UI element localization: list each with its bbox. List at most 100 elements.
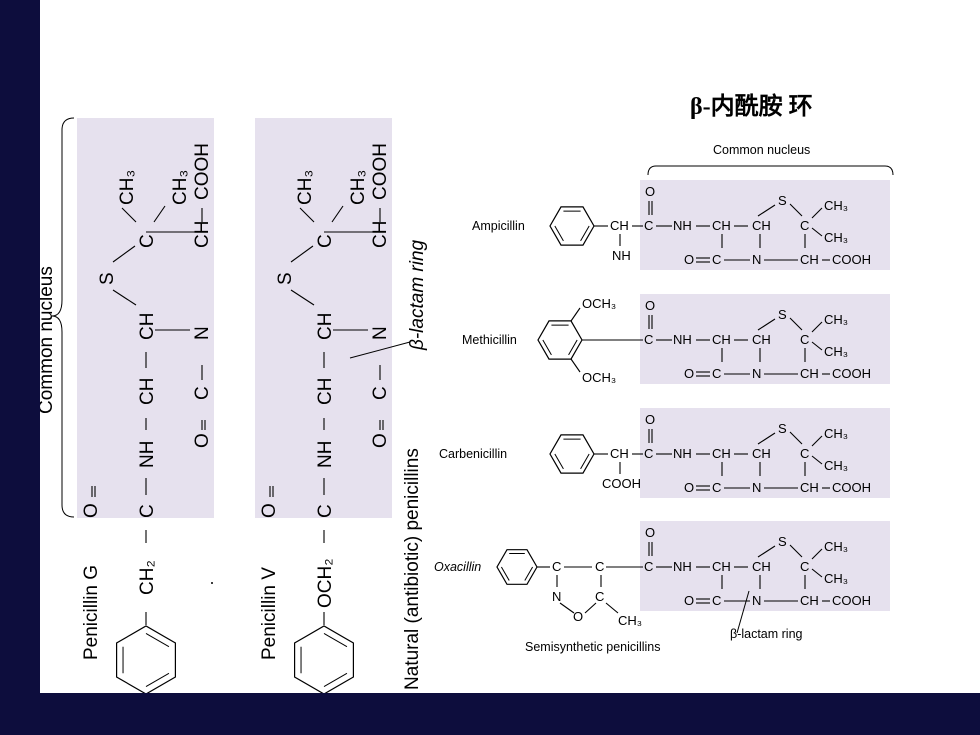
ch-s-bond <box>757 432 776 445</box>
carbenicillin-phenyl-ring <box>549 434 595 474</box>
s-c-bond <box>789 317 803 331</box>
amide-c: C <box>315 504 336 518</box>
amide-c: C <box>644 446 653 461</box>
amide-nh: NH <box>673 218 692 233</box>
sulfur: S <box>778 307 787 322</box>
penicillin_g-benzene-ring <box>115 625 176 693</box>
s-atom: S <box>97 272 118 285</box>
lactam-n: N <box>370 326 391 340</box>
methyl-b: CH₃ <box>170 170 191 205</box>
och3-bottom-bond <box>570 358 581 373</box>
lactam-o: O <box>684 480 694 495</box>
carbenicillin-name: Carbenicillin <box>439 447 507 461</box>
isoxazole-c4: C <box>595 559 604 574</box>
c-ch3a-bond <box>811 321 823 333</box>
nucleus-box-1 <box>640 294 890 384</box>
penicillin_g-benzene-ring-double-bond-2 <box>145 633 170 648</box>
penicillin_g-name: Penicillin G <box>81 565 102 660</box>
carboxyl: COOH <box>192 143 213 200</box>
c5-ch3-bond <box>605 602 619 614</box>
c-ch3b-bond <box>811 568 823 578</box>
ch-s-bond <box>290 289 315 306</box>
ch-s-bond <box>757 318 776 331</box>
beta-ch: CH <box>752 559 771 574</box>
c-ch3a-bond <box>811 207 823 219</box>
methoxy-top: OCH₃ <box>582 296 616 311</box>
methicillin-phenyl-ring-double-bond-1 <box>542 339 552 356</box>
c-ch3a-bond <box>811 548 823 560</box>
carboxyl: COOH <box>832 593 871 608</box>
quaternary-c: C <box>137 234 158 248</box>
natural-penicillins-label: Natural (antibiotic) penicillins <box>402 448 423 690</box>
lactam-n: N <box>752 593 761 608</box>
methyl-a: CH₃ <box>824 426 848 441</box>
ring-pointer <box>736 590 750 634</box>
acid-ch: CH <box>800 366 819 381</box>
ch-s-bond <box>112 289 137 306</box>
beta-ch: CH <box>315 313 336 340</box>
ampicillin-phenyl-ring-ring <box>549 206 595 246</box>
methyl-b: CH₃ <box>824 344 848 359</box>
ch-s-bond <box>757 204 776 217</box>
lactam-c: C <box>712 480 721 495</box>
alpha-ch: CH <box>712 332 731 347</box>
oxacillin-name: Oxacillin <box>434 560 481 574</box>
beta-ch: CH <box>752 446 771 461</box>
semisynthetic-label: Semisynthetic penicillins <box>525 640 660 654</box>
methicillin-phenyl-ring-double-bond-0 <box>568 339 578 356</box>
isoxazole-o: O <box>573 609 583 624</box>
carbonyl-o: O <box>645 412 655 427</box>
carbonyl-o: O <box>645 184 655 199</box>
s-c-bond <box>290 245 314 263</box>
alpha-ch: CH <box>315 378 336 405</box>
lactam-o: O <box>370 433 391 448</box>
carboxyl: COOH <box>832 252 871 267</box>
c-ch3a-bond <box>121 207 137 223</box>
alpha-ch: CH <box>712 218 731 233</box>
amide-nh: NH <box>315 441 336 468</box>
common-nucleus-label: Common nucleus <box>713 143 810 157</box>
beta-ch: CH <box>752 218 771 233</box>
beta-lactam-ring-label: β-lactam ring <box>730 627 803 641</box>
stray-dot <box>211 582 213 584</box>
lactam-n: N <box>192 326 213 340</box>
methyl-b: CH₃ <box>824 458 848 473</box>
acid-ch: CH <box>370 221 391 248</box>
carbonyl-o: O <box>81 503 102 518</box>
oxacillin-phenyl-ring-ring <box>496 549 538 585</box>
lactam-o: O <box>684 252 694 267</box>
s-c-bond <box>789 203 803 217</box>
penicillin_v-benzene-ring-double-bond-2 <box>323 633 348 648</box>
carbenicillin-substituent: COOH <box>602 476 641 491</box>
c-ch3a-bond <box>299 207 315 223</box>
s-c-bond <box>789 544 803 558</box>
lactam-n: N <box>752 366 761 381</box>
common-nucleus-bracket <box>647 165 894 176</box>
lactam-c: C <box>712 593 721 608</box>
carbenicillin-phenyl-ring-ring <box>549 434 595 474</box>
carboxyl: COOH <box>832 366 871 381</box>
methyl-b: CH₃ <box>824 230 848 245</box>
ch-s-bond <box>757 545 776 558</box>
c-ch3b-bond <box>811 227 823 237</box>
amide-c: C <box>644 332 653 347</box>
lactam-n: N <box>752 252 761 267</box>
left-ring-pointer <box>349 341 411 359</box>
ampicillin-phenyl-ring <box>549 206 595 246</box>
lactam-o: O <box>684 593 694 608</box>
lactam-c: C <box>712 366 721 381</box>
methicillin-phenyl-ring <box>537 320 583 360</box>
sulfur: S <box>778 421 787 436</box>
methyl-b: CH₃ <box>348 170 369 205</box>
lactam-o: O <box>192 433 213 448</box>
amide-nh: NH <box>673 446 692 461</box>
lactam-c: C <box>712 252 721 267</box>
amide-nh: NH <box>137 441 158 468</box>
carbenicillin-phenyl-ring-double-bond-1 <box>554 453 564 470</box>
methyl-a: CH₃ <box>824 539 848 554</box>
methyl-b: CH₃ <box>824 571 848 586</box>
n-o-bond <box>559 602 575 614</box>
